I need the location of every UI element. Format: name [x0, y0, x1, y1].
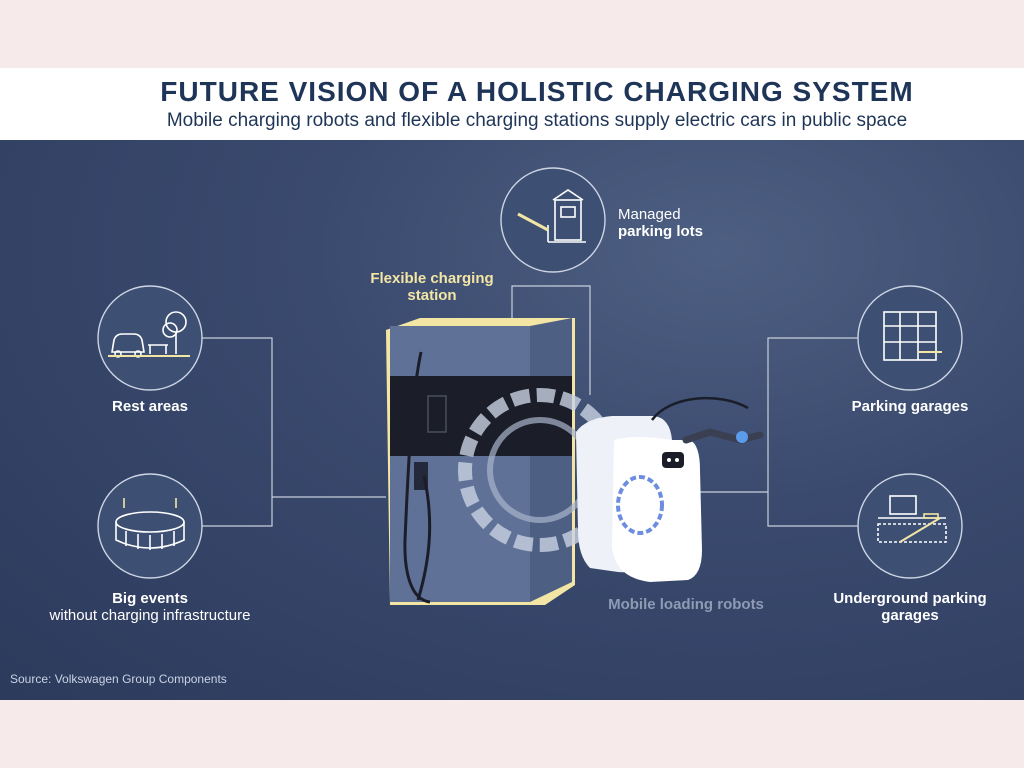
connector-lines: [200, 285, 858, 527]
flexible-station-label: Flexible charging station: [352, 270, 512, 304]
big-events-line1: Big events: [112, 590, 188, 607]
top-band: [0, 0, 1024, 68]
header-bar: [0, 68, 1024, 140]
flexible-station-line1: Flexible charging: [370, 270, 494, 287]
mobile-robot-graphic: [576, 396, 764, 582]
parking-barrier-icon: [517, 189, 586, 243]
diagram-canvas: [97, 167, 963, 605]
page-title: FUTURE VISION OF A HOLISTIC CHARGING SYS…: [160, 76, 914, 107]
robots-label: Mobile loading robots: [608, 596, 764, 613]
managed-parking-line2: parking lots: [618, 223, 704, 240]
big-events-circle: [97, 473, 203, 579]
managed-parking-circle: [500, 167, 606, 273]
bottom-band: [0, 700, 1024, 768]
managed-parking-label: Managed parking lots: [618, 206, 778, 240]
underground-line1: Underground parking: [833, 590, 987, 607]
parking-garage-icon: [883, 311, 942, 361]
big-events-label: Big events without charging infrastructu…: [20, 590, 280, 624]
parking-garages-label: Parking garages: [851, 398, 969, 415]
charging-station-graphic: [386, 318, 622, 605]
underground-garage-icon: [877, 495, 947, 543]
underground-circle: [857, 473, 963, 579]
managed-parking-line1: Managed: [618, 206, 681, 223]
underground-label: Underground parking garages: [820, 590, 1000, 624]
parking-garages-circle: [857, 285, 963, 391]
big-events-line2: without charging infrastructure: [49, 607, 251, 624]
flexible-station-line2: station: [407, 287, 457, 304]
source-note: Source: Volkswagen Group Components: [10, 672, 227, 686]
rest-areas-circle: [97, 285, 203, 391]
car-and-tree-icon: [108, 311, 190, 358]
page-subtitle: Mobile charging robots and flexible char…: [166, 110, 908, 131]
underground-line2: garages: [881, 607, 939, 624]
rest-areas-label: Rest areas: [112, 398, 188, 415]
stadium-icon: [115, 498, 185, 550]
